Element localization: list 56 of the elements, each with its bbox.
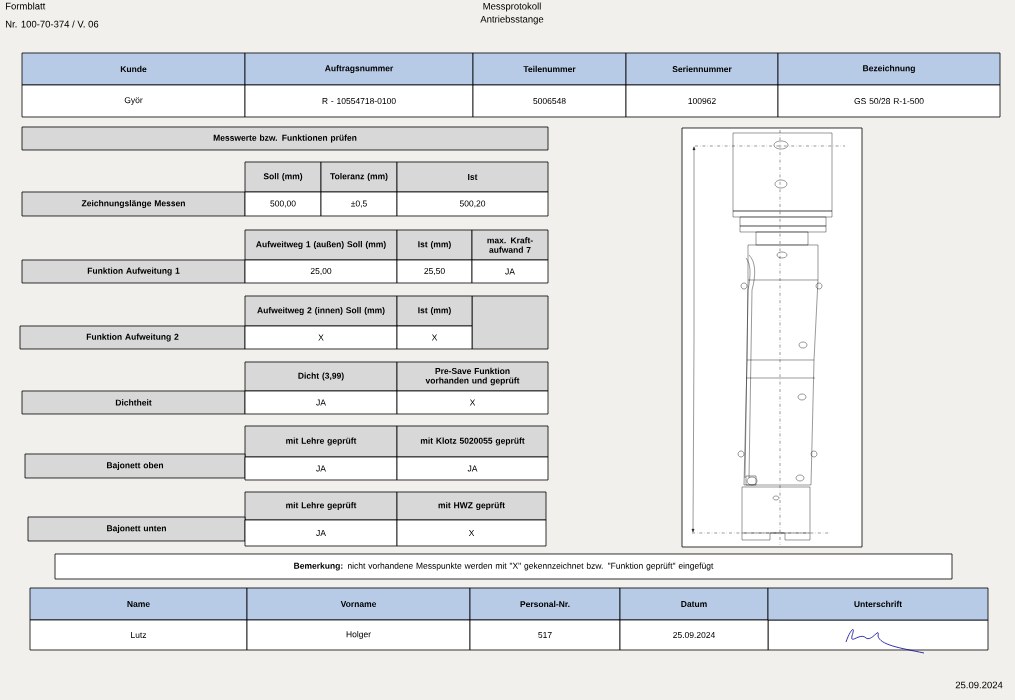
table-cell: ±0,5 [320,191,398,217]
table-cell: JA [244,456,398,481]
header-cell: Auftragsnummer [244,52,474,86]
table-cell: JA [396,456,549,481]
header-cell: Teilenummer [472,52,627,86]
table-cell: 25.09.2024 [619,619,769,651]
header-cell: Ist (mm) [396,229,473,261]
table-cell: 500,00 [244,191,322,217]
table-cell: 5006548 [472,84,627,118]
table-cell: 500,20 [396,191,549,217]
row-header-cell: Funktion Aufweitung 1 [21,259,246,284]
header-cell: mit Klotz 5020055 geprüft [396,425,549,458]
header-cell: Ist [396,161,549,193]
header-cell: Datum [619,587,769,621]
header-cell: max. Kraft-aufwand 7 [471,229,549,261]
row-header-cell: Bajonett unten [27,516,246,542]
table-cell: 100962 [625,84,779,118]
document-title: Messprotokoll [483,2,541,12]
table-cell: JA [244,519,398,547]
header-cell: Unterschrift [767,587,989,621]
table-cell: GS 50/28 R-1-500 [777,84,1001,118]
row-header-cell: Bajonett oben [24,453,246,479]
header-cell: Bezeichnung [777,52,1001,86]
document-title: Antriebsstange [480,15,544,25]
table-cell: 517 [469,619,621,651]
form-label: Formblatt [6,2,46,10]
note-box: Bemerkung: nicht vorhandene Messpunkte werden mit "X" gekennzeichnet bzw. "Funktion geprüft" eingefügt [54,553,953,580]
header-cell: mit HWZ geprüft [396,491,547,521]
table-cell: Holger [246,619,471,651]
header-cell: Personal-Nr. [469,587,621,621]
table-cell: JA [471,259,549,284]
date-label: 25.09.2024 [955,681,1003,689]
table-cell: JA [244,390,398,415]
header-cell: Name [29,587,248,621]
table-cell: X [396,325,473,350]
header-cell: mit Lehre geprüft [244,491,398,521]
table-cell: R - 10554718-0100 [244,84,474,118]
row-header-cell: Zeichnungslänge Messen [21,191,246,217]
header-cell: Toleranz (mm) [320,161,398,193]
header-cell: Seriennummer [625,52,779,86]
section-header: Messwerte bzw. Funktionen prüfen [21,126,549,151]
table-cell: X [396,390,549,415]
header-cell: mit Lehre geprüft [244,425,398,458]
table-cell: Györ [21,84,246,118]
header-cell: Pre-Save Funktion vorhanden und geprüft [396,361,549,392]
header-cell: Soll (mm) [244,161,322,193]
header-cell: Vorname [246,587,471,621]
form-number: Nr. 100-70-374 / V. 06 [6,20,99,28]
header-cell: Dicht (3,99) [244,361,398,392]
header-cell: Kunde [21,52,246,86]
row-header-cell: Funktion Aufweitung 2 [19,325,246,350]
row-header-cell: Dichtheit [21,390,246,415]
table-cell: Lutz [29,619,248,651]
table-cell: 25,50 [396,259,473,284]
header-cell: Ist (mm) [396,295,473,327]
table-cell: X [396,519,547,547]
